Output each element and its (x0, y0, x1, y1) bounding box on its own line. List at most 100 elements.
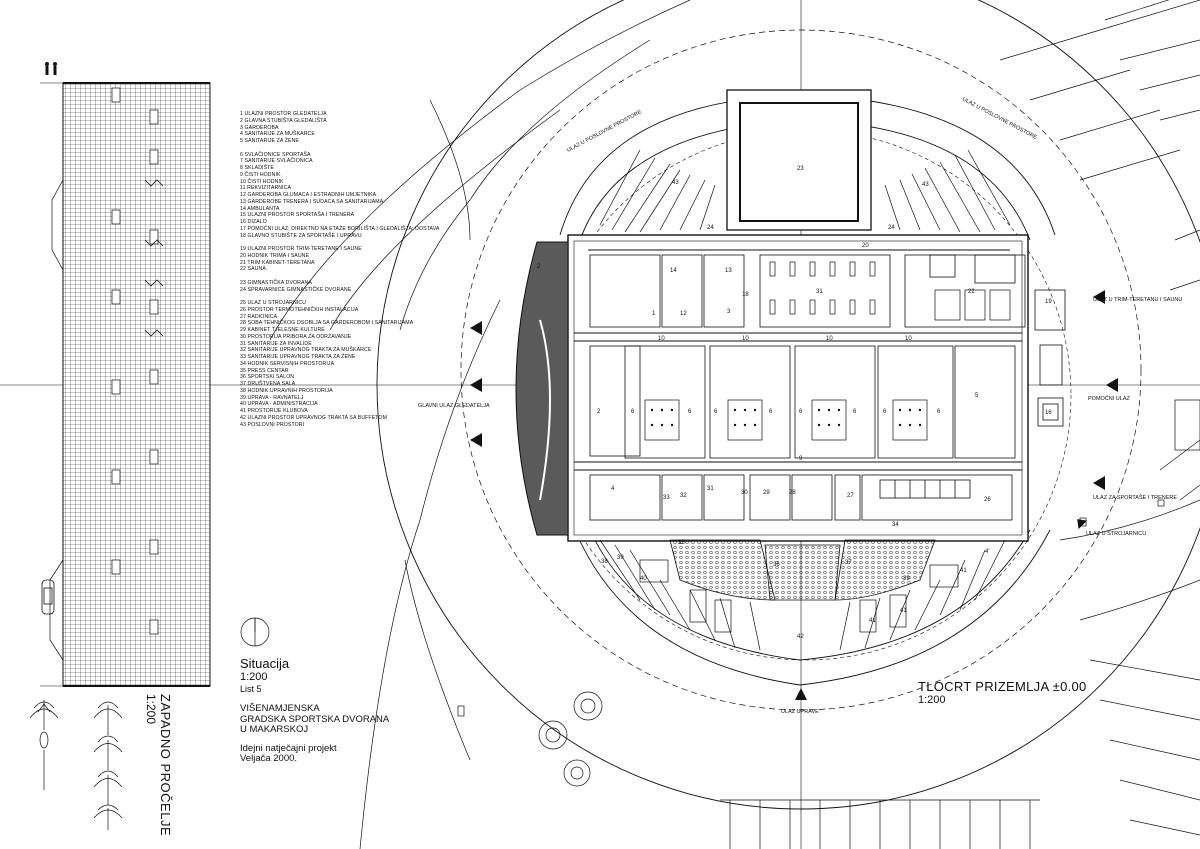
legend-gap (240, 145, 470, 152)
legend-item: 33 SANITARIJE UPRAVNOG TRAKTA ZA ŽENE (240, 354, 356, 360)
legend-item: 22 SAUNA (240, 266, 266, 273)
room-3: 3 (727, 309, 731, 315)
room-41-b: 41 (900, 608, 907, 614)
legend-item: 30 PROSTORIJA PRIBORA ZA ODRŽAVANJE (240, 333, 352, 340)
room-1: 1 (652, 311, 656, 317)
legend-item: 8 SKLADIŠTE (240, 165, 274, 171)
legend-item: 16 DIZALO (240, 219, 267, 225)
project-title: VIŠENAMJENSKA GRADSKA SPORTSKA DVORANA U… (240, 703, 389, 736)
room-20: 20 (862, 243, 869, 249)
room-6-f: 6 (853, 409, 857, 415)
plan-scale: 1:200 (918, 694, 946, 706)
legend-item: 36 SPORTSKI SALON (240, 374, 295, 381)
elevation-title: ZAPADNO PROČELJE (158, 694, 173, 837)
room-2: 2 (597, 409, 601, 415)
legend-item: 42 ULAZNI PROSTOR UPRAVNOG TRAKTA SA BUF… (240, 414, 387, 421)
room-23: 23 (797, 166, 804, 172)
room-33: 33 (663, 495, 670, 501)
legend-item: 29 KABINET TJELESNE KULTURE (240, 327, 325, 333)
legend-gap (240, 273, 470, 280)
room-13: 13 (725, 268, 732, 274)
legend-item: 1 ULAZNI PROSTOR GLEDATELJA (240, 111, 327, 117)
legend-item: 23 GIMNASTIČKA DVORANA (240, 279, 312, 286)
elevation-scale: 1:200 (144, 694, 158, 725)
room-32: 32 (680, 493, 687, 499)
room-4: 4 (611, 486, 615, 492)
room-34: 34 (892, 522, 899, 528)
room-41-c: 41 (869, 618, 876, 624)
room-37: 37 (845, 560, 852, 566)
room-5: 5 (975, 393, 979, 399)
legend-item: 35 PRESS CENTAR (240, 367, 289, 374)
title-block: Situacija 1:200 List 5 VIŠENAMJENSKA GRA… (240, 657, 389, 765)
sheet-number: List 5 (240, 684, 262, 694)
note-line: Veljača 2000. (240, 753, 298, 764)
room-31: 31 (816, 289, 823, 295)
legend-item: 5 SANITARIJE ZA ŽENE (240, 138, 299, 144)
legend-item: 25 ULAZ U STROJARNICU (240, 300, 307, 306)
room-39-b: 39 (903, 576, 910, 582)
legend-item: 2 GLAVNA STUBIŠTA GLEDALIŠTA (240, 117, 327, 124)
room-38: 38 (601, 559, 608, 565)
legend-item: 27 RADIONICA (240, 313, 278, 320)
label-business-entry-left: ULAZ U POSLOVNE PROSTORE (566, 109, 643, 154)
legend-item: 32 SANITARIJE UPRAVNOG TRAKTA ZA MUŠKARC… (240, 347, 372, 354)
room-43-left: 43 (672, 180, 679, 186)
legend-item: 40 UPRAVA - ADMINISTRACIJA (240, 401, 318, 408)
room-41-a: 41 (960, 568, 967, 574)
legend-item: 43 POSLOVNI PROSTORI (240, 421, 305, 428)
room-10-b: 10 (742, 336, 749, 342)
legend-item: 24 SPRAVARNICE GIMNASTIČKE DVORANE (240, 286, 352, 293)
label-aux-entry: POMOĆNI ULAZ (1088, 396, 1130, 402)
legend-item: 31 SANITARIJE ZA INVALIDE (240, 340, 312, 347)
legend-item: 12 GARDEROBA GLUMACA I ESTRADNIH UMJETNI… (240, 192, 377, 198)
room-6-b: 6 (688, 409, 692, 415)
legend-item: 9 ČISTI HODNIK (240, 171, 281, 178)
legend-item: 14 AMBULANTA (240, 205, 280, 212)
room-39-a: 39 (617, 555, 624, 561)
room-19: 19 (1045, 299, 1052, 305)
room-24-left: 24 (707, 225, 714, 231)
legend-item: 4 SANITARIJE ZA MUŠKARCE (240, 131, 315, 138)
room-6-h: 6 (937, 409, 941, 415)
room-6-g: 6 (883, 409, 887, 415)
room-40: 40 (640, 576, 647, 582)
room-4-prime: 4' (985, 549, 989, 555)
legend-item: 37 DRUŠTVENA SALA (240, 381, 296, 387)
room-36: 36 (773, 562, 780, 568)
room-26: 26 (984, 497, 991, 503)
room-31b: 31 (707, 486, 714, 492)
room-6-a: 6 (631, 409, 635, 415)
room-numbers: 23 43 43 24 24 20 31 22 19 14 13 1 12 3 … (537, 166, 1052, 640)
room-29: 29 (763, 490, 770, 496)
room-35: 35 (678, 540, 685, 546)
sheet-scale: 1:200 (240, 671, 268, 683)
room-9: 9 (799, 456, 803, 462)
legend-item: 21 TRIM KABINET-TERETANA (240, 259, 315, 266)
legend-item: 26 PROSTOR TERMOTEHNIČKIH INSTALACIJA (240, 306, 359, 313)
legend-item: 13 GARDEROBE TRENERA I SUDACA SA SANITAR… (240, 198, 384, 205)
label-athletes-entry: ULAZ ZA SPORTAŠE I TRENERE (1093, 495, 1178, 501)
room-10-a: 10 (658, 336, 665, 342)
label-main-entry: GLAVNI ULAZ GLEDATELJA (418, 403, 490, 409)
legend-item: 18 GLAVNO STUBIŠTE ZA SPORTAŠE I UPRAVU (240, 232, 362, 239)
legend-item: 17 POMOĆNI ULAZ; DIREKTNO NA ETAŽE BORIL… (240, 225, 440, 232)
legend-item: 34 HODNIK SERVISNIH PROSTORIJA (240, 360, 335, 367)
room-6-d: 6 (769, 409, 773, 415)
room-27: 27 (847, 493, 854, 499)
label-machine-entry: ULAZ U STROJARNICU (1086, 531, 1147, 537)
room-2-top: 2 (537, 264, 541, 270)
room-6-c: 6 (714, 409, 718, 415)
legend-item: 11 REKVIZITARNICA (240, 185, 292, 192)
legend-item: 15 ULAZNI PROSTOR SPORTAŠA I TRENERA (240, 212, 355, 219)
legend-gap (240, 239, 470, 246)
plan-name: TLOCRT PRIZEMLJA ±0.00 (918, 679, 1087, 694)
room-30: 30 (741, 490, 748, 496)
legend-item: 20 HODNIK TRIMA I SAUNE (240, 252, 310, 259)
legend-item: 19 ULAZNI PROSTOR TRIM-TERETANE I SAUNE (240, 246, 362, 252)
legend-item: 39 UPRAVA - RAVNATELJ (240, 394, 304, 401)
legend-gap (240, 293, 470, 300)
legend-item: 38 HODNIK UPRAVNIH PROSTORIJA (240, 387, 333, 394)
legend-item: 28 SOBA TEHNIČKOG OSOBLJA SA GARDEROBOM … (240, 320, 414, 327)
